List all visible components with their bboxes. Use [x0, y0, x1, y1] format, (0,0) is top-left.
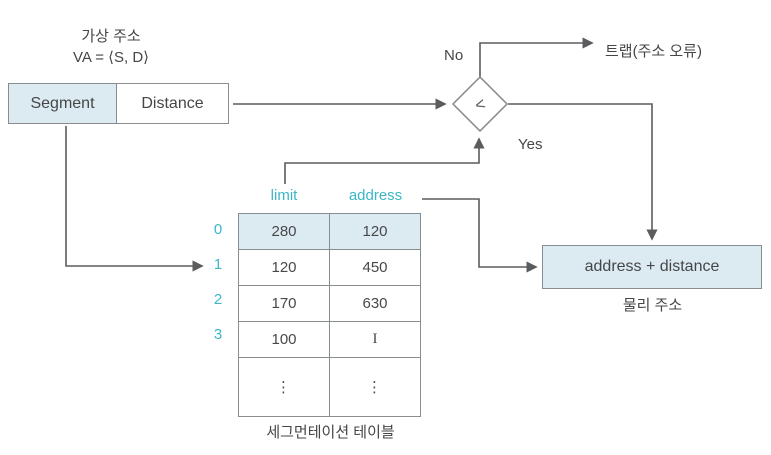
row-index-1: 1	[213, 256, 223, 273]
address-column-header: address	[348, 187, 403, 204]
limit-cell: 120	[238, 249, 330, 286]
limit-cell: 280	[238, 213, 330, 250]
distance-field: Distance	[116, 83, 229, 124]
address-cell-ellipsis: ⋮	[329, 357, 421, 417]
address-cell: I	[329, 321, 421, 358]
virtual-address-box: Segment Distance	[8, 83, 229, 124]
virtual-address-formula: VA = ⟨S, D⟩	[72, 49, 150, 66]
segmentation-table: 280 120 120 450 170 630 100 I ⋮ ⋮	[238, 213, 421, 417]
yes-branch-label: Yes	[518, 136, 543, 153]
table-row-ellipsis: ⋮ ⋮	[238, 357, 421, 417]
physical-address-caption: 물리 주소	[622, 297, 683, 314]
segment-field: Segment	[8, 83, 116, 124]
limit-column-header: limit	[270, 187, 298, 204]
connector-no-to-trap	[479, 37, 594, 77]
physical-address-box: address + distance	[542, 245, 762, 289]
decision-diamond	[451, 75, 509, 133]
segmentation-table-caption: 세그먼테이션 테이블	[266, 424, 395, 441]
table-row: 120 450	[238, 249, 421, 286]
row-index-3: 3	[213, 326, 223, 343]
table-row: 280 120	[238, 213, 421, 250]
virtual-address-title: 가상 주소 VA = ⟨S, D⟩	[16, 26, 206, 68]
limit-cell: 170	[238, 285, 330, 322]
connector-limit-to-decision	[284, 137, 485, 184]
limit-cell: 100	[238, 321, 330, 358]
trap-label: 트랩(주소 오류)	[605, 43, 702, 60]
virtual-address-title-line1: 가상 주소	[81, 28, 141, 45]
row-index-0: 0	[213, 221, 223, 238]
no-branch-label: No	[444, 47, 464, 64]
connector-segment-to-table-row	[65, 126, 204, 272]
row-index-2: 2	[213, 291, 223, 308]
limit-cell-ellipsis: ⋮	[238, 357, 330, 417]
table-row: 100 I	[238, 321, 421, 358]
address-cell: 120	[329, 213, 421, 250]
connector-address-to-physical-address	[422, 198, 538, 273]
address-cell: 450	[329, 249, 421, 286]
address-cell: 630	[329, 285, 421, 322]
table-row: 170 630	[238, 285, 421, 322]
connector-yes-to-physical-address	[508, 103, 658, 241]
